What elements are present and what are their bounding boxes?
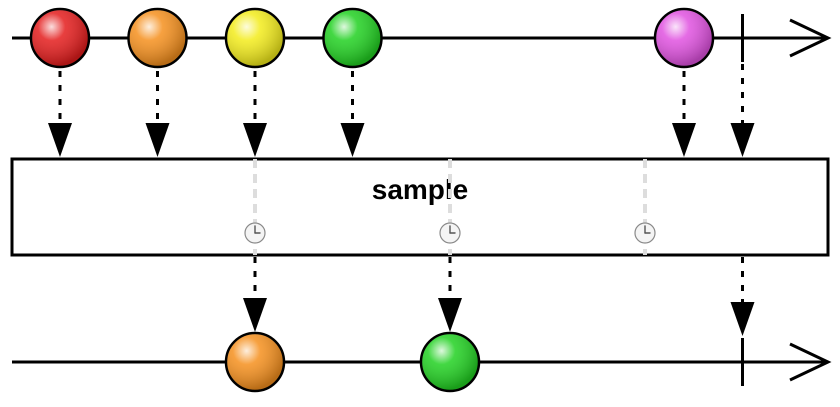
output-connector-0-head [243,298,267,332]
output-timeline [12,342,832,382]
source-connector-1-head [145,123,170,157]
source-connector-2-head [243,123,267,157]
source-marble-orange-shine [129,10,186,66]
source-marble-magenta-shine [656,10,712,66]
output-marble-green-shine [422,334,478,390]
source-connector-3 [340,71,365,157]
source-marbles [29,7,744,69]
source-connector-1 [145,71,170,157]
source-marble-green [322,7,383,69]
source-connector-2 [243,71,267,157]
clock-icon [634,222,656,244]
source-marble-yellow-shine [227,10,283,66]
source-marble-red-shine [32,10,88,66]
sampler-ticks [244,159,656,255]
source-connector-0 [48,71,72,157]
operator-box: sample [10,157,830,257]
operator-rect [10,157,830,257]
source-complete-connector-head [730,123,755,157]
output-marble-orange [224,331,286,393]
source-marble-orange [127,7,188,69]
source-marble-magenta [653,7,715,69]
source-connector-4 [672,71,696,157]
source-marble-red [29,7,91,69]
source-connector-3-head [340,123,365,157]
source-arrowhead [789,18,832,58]
source-connector-0-head [48,123,72,157]
output-complete-connector [730,257,755,336]
source-marble-green-shine [324,10,381,66]
connector-arrows [48,64,755,336]
clock-icon [439,222,461,244]
output-connector-0 [243,257,267,332]
source-marble-yellow [224,7,286,69]
output-connector-1 [438,257,462,332]
output-arrowhead [789,342,832,382]
source-connector-4-head [672,123,696,157]
output-marbles [224,331,744,393]
output-complete-connector-head [730,302,755,336]
output-marble-green [419,331,481,393]
source-complete-connector [730,64,755,157]
output-connector-1-head [438,298,462,332]
operator-label: sample [372,174,469,205]
output-marble-orange-shine [227,334,283,390]
clock-icon [244,222,266,244]
